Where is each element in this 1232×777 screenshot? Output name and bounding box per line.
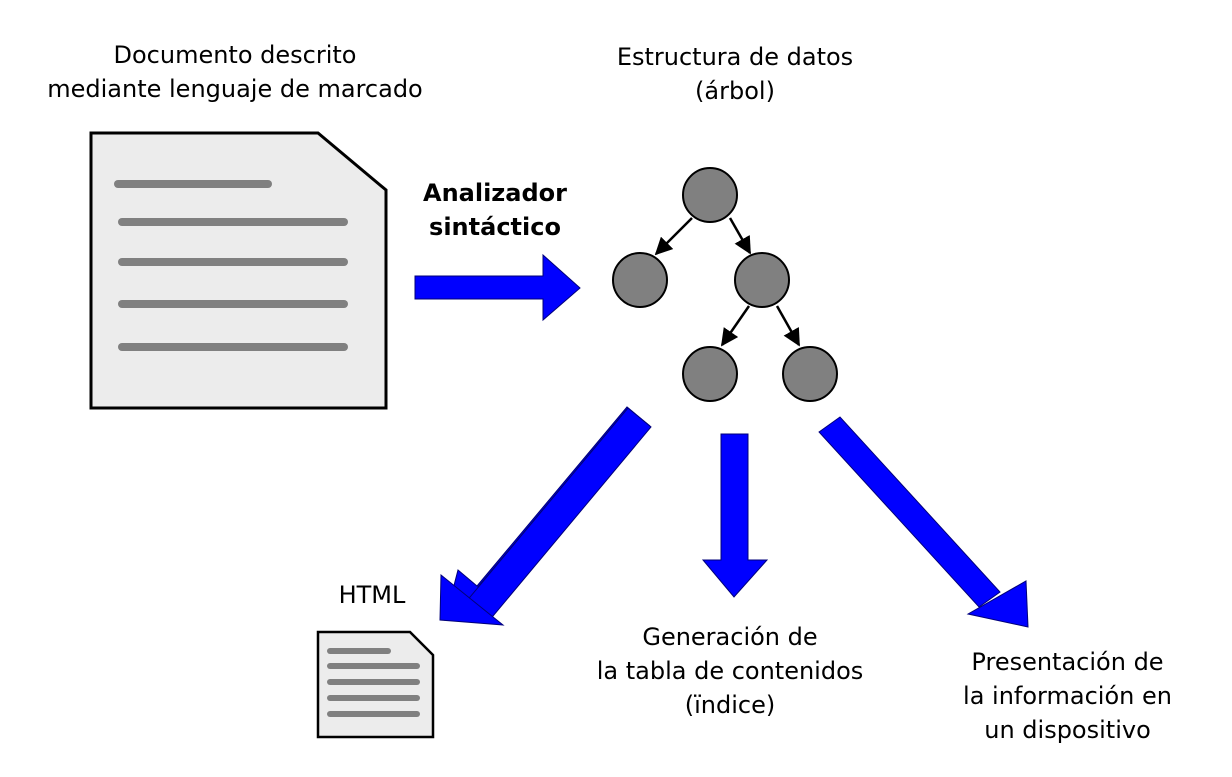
tree-node-root	[682, 167, 738, 223]
parser-label-line-1: Analizador	[423, 179, 567, 207]
source-document-label-line-2: mediante lenguaje de marcado	[47, 75, 423, 103]
data-structure-label: Estructura de datos (árbol)	[600, 40, 870, 108]
display-output-arrowhead	[966, 580, 1029, 628]
display-output-arrow-shaft	[818, 416, 1001, 608]
html-output-arrow-shaft	[464, 407, 652, 623]
html-document-icon	[316, 630, 435, 739]
display-output-label-line-1: Presentación de	[971, 648, 1164, 676]
tree-node-left	[612, 252, 668, 308]
source-document-icon	[89, 131, 388, 410]
source-document-label-line-1: Documento descrito	[113, 41, 357, 69]
tree-node-right-right	[782, 346, 838, 402]
parser-arrow	[414, 253, 581, 322]
toc-output-label-line-3: (ïndice)	[684, 691, 776, 719]
parser-label-line-2: sintáctico	[429, 213, 561, 241]
display-output-label-line-3: un dispositivo	[984, 716, 1151, 744]
display-output-label: Presentación de la información en un dis…	[950, 645, 1185, 747]
data-structure-label-line-1: Estructura de datos	[616, 43, 854, 71]
source-document-label: Documento descrito mediante lenguaje de …	[30, 38, 440, 106]
html-output-arrowhead	[439, 573, 505, 626]
tree-node-right-left	[682, 346, 738, 402]
display-output-label-line-2: la información en	[963, 682, 1172, 710]
html-output-label: HTML	[338, 581, 406, 609]
toc-output-label: Generación de la tabla de contenidos (ïn…	[580, 620, 880, 722]
toc-output-arrow	[701, 433, 769, 598]
tree-edges	[654, 217, 801, 347]
tree-nodes	[612, 167, 838, 402]
data-structure-label-line-2: (árbol)	[695, 77, 775, 105]
toc-output-label-line-1: Generación de	[642, 623, 818, 651]
parser-label: Analizador sintáctico	[400, 176, 590, 244]
toc-output-label-line-2: la tabla de contenidos	[596, 657, 864, 685]
tree-node-right	[734, 252, 790, 308]
